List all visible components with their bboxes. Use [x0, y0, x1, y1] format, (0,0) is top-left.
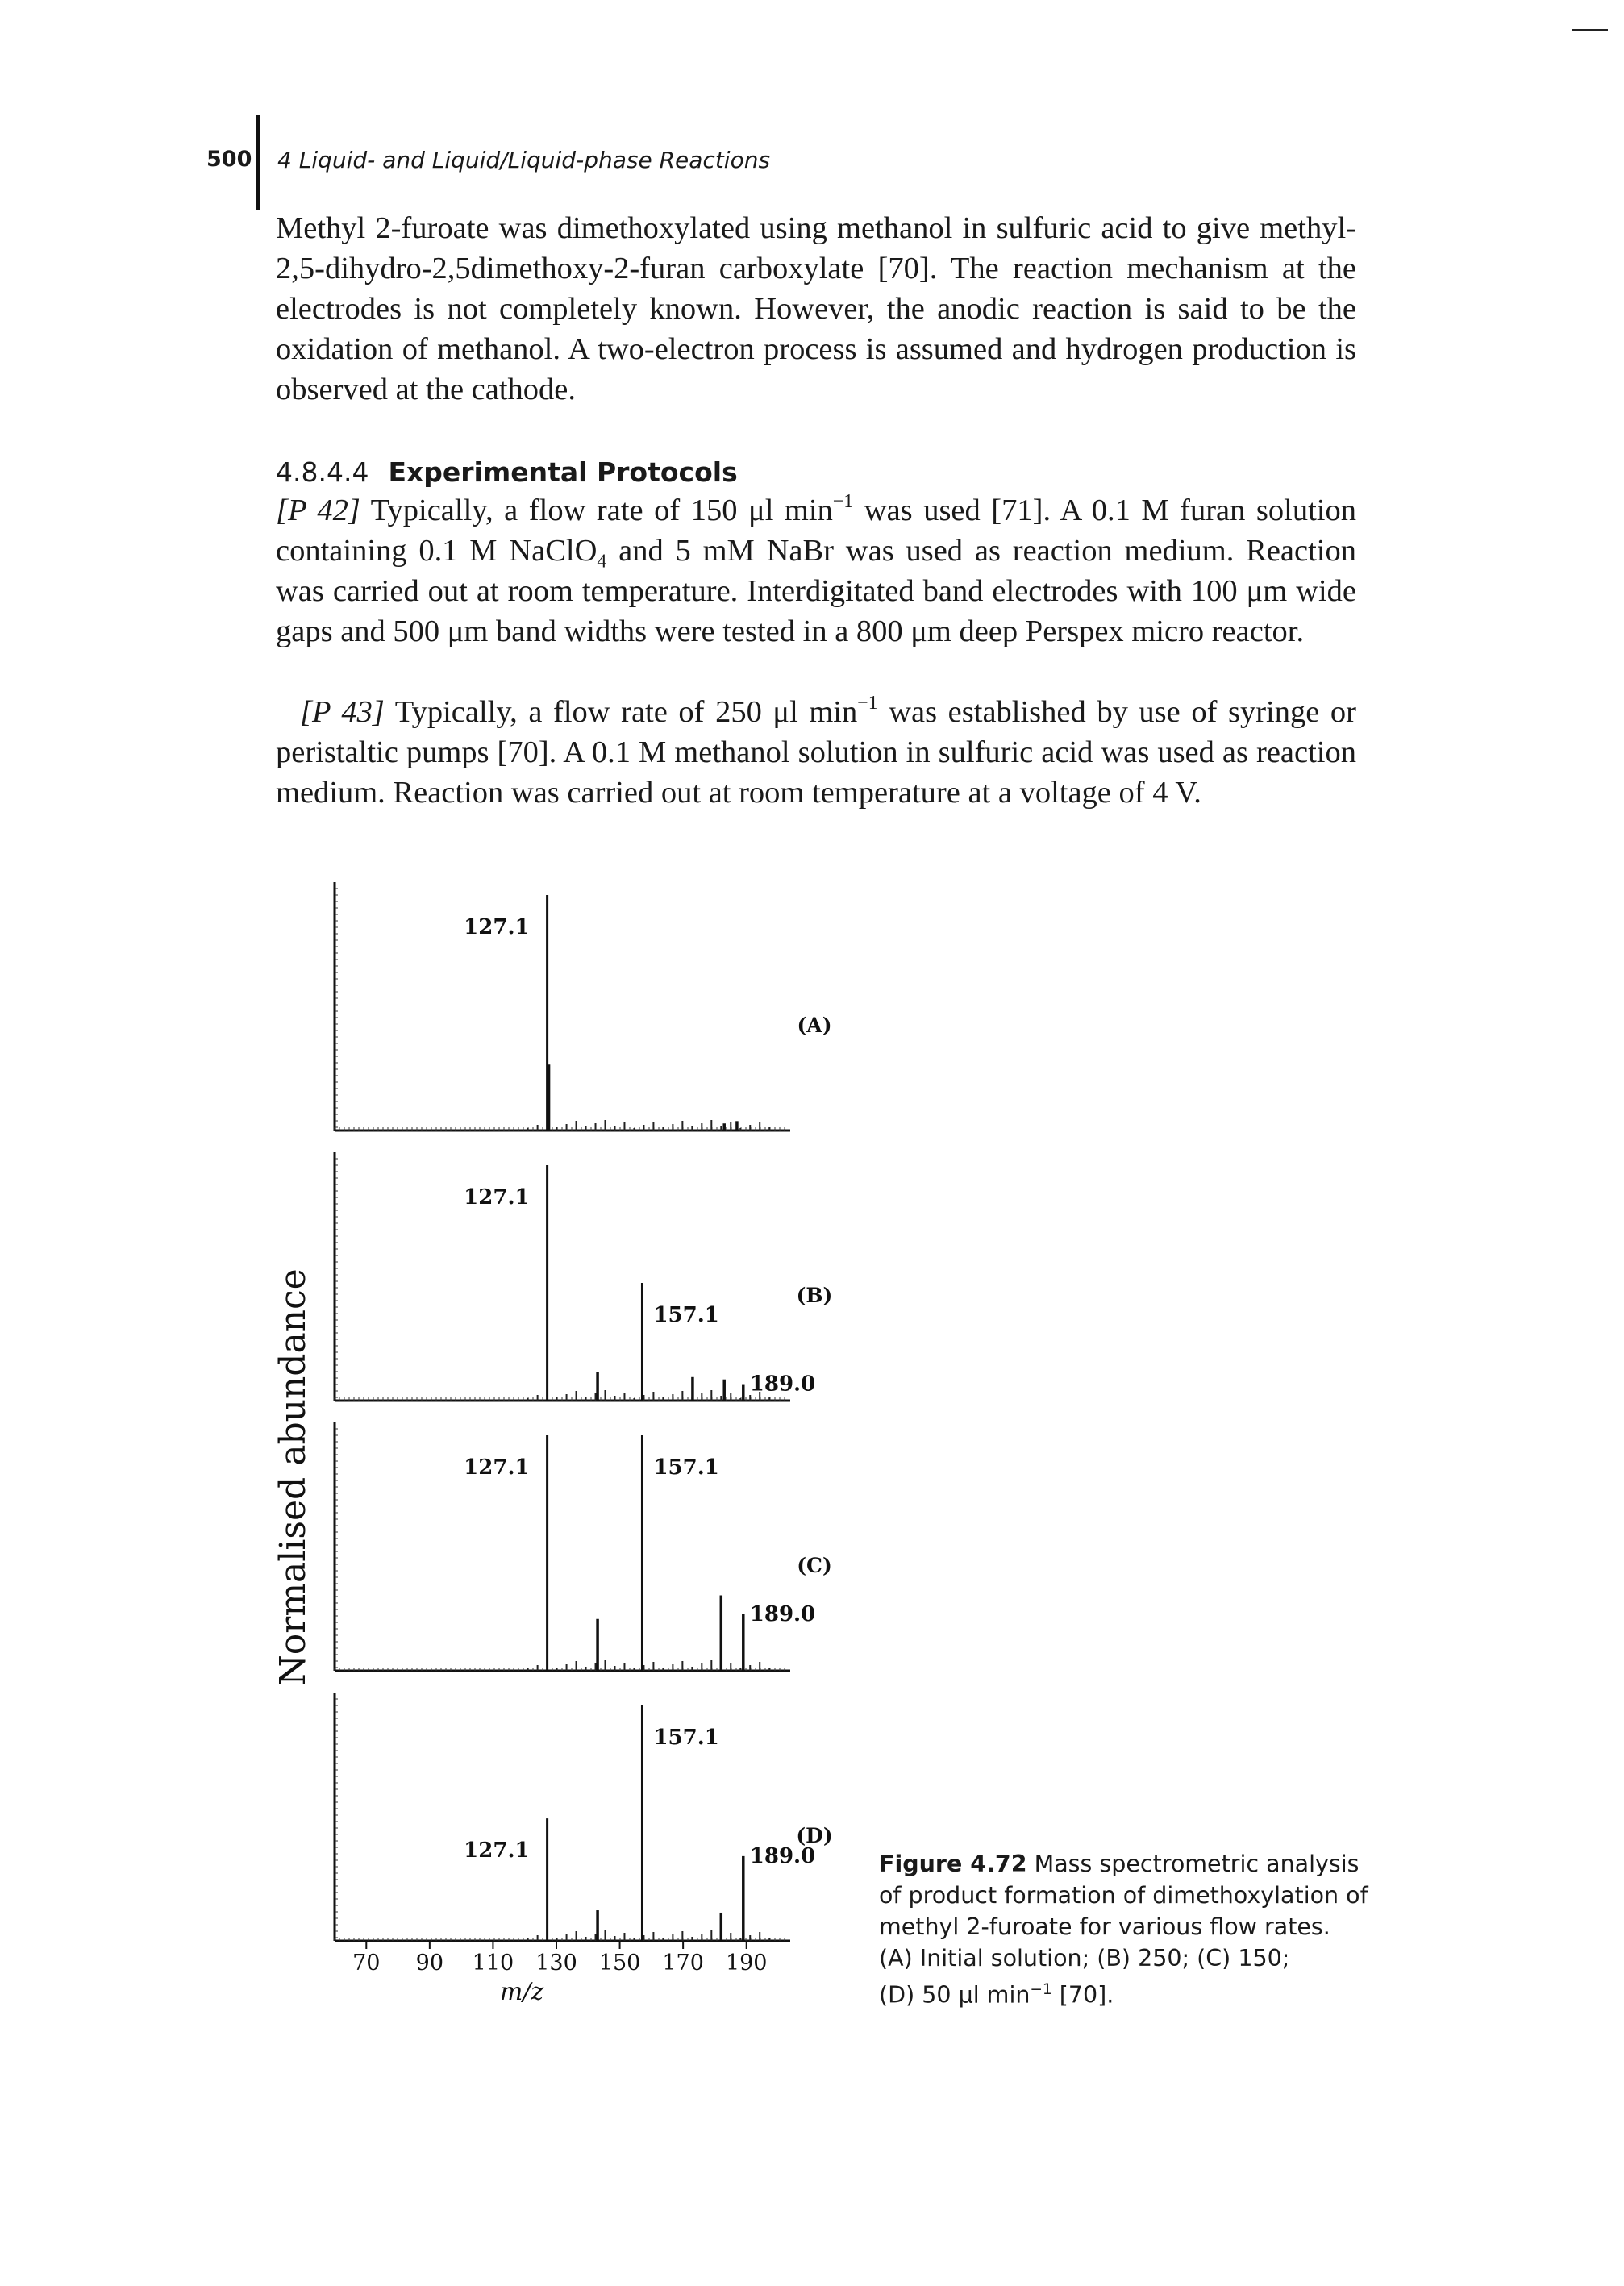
x-tick-label: 190 [726, 1951, 768, 1976]
spectrum-panel: 127.1 (A) [333, 882, 832, 1132]
protocol-ref-p43: [P 43] [300, 695, 385, 729]
x-axis-title: m/z [500, 1978, 544, 2006]
caption-text: [70]. [1051, 1981, 1114, 2009]
section-number: 4.8.4.4 [276, 456, 369, 488]
panel-tag: (D) [796, 1824, 832, 1847]
caption-line: of product formation of dimethoxylation … [879, 1882, 1368, 1909]
superscript: −1 [1030, 1981, 1052, 1998]
peak-label: 127.1 [464, 1185, 529, 1210]
caption-line: methyl 2-furoate for various flow rates. [879, 1913, 1330, 1940]
protocol-text: Typically, a flow rate of 250 μl min [384, 695, 858, 729]
peak-label: 189.0 [750, 1372, 815, 1397]
x-tick-label: 70 [352, 1951, 380, 1976]
protocol-text: Typically, a flow rate of 150 μl min [360, 493, 833, 527]
protocol-text: was used [71]. A 0.1 M furan solution co… [276, 493, 1356, 568]
section-title: Experimental Protocols [388, 456, 738, 488]
spectrum-panel: 127.1 157.1 189.0(D) [333, 1693, 833, 1942]
subscript: 4 [597, 551, 607, 573]
corner-mark [1572, 29, 1608, 31]
peak-label: 157.1 [653, 1455, 718, 1480]
x-tick-label: 170 [662, 1951, 704, 1976]
x-axis: 70 90 110 130 150 170 190 [352, 1941, 767, 1976]
spectrum-panel: 127.1 157.1 189.0 (C) [333, 1422, 832, 1672]
section-heading: 4.8.4.4 Experimental Protocols [276, 456, 738, 488]
figure-caption: Figure 4.72 Mass spectrometric analysis … [879, 1848, 1379, 2011]
protocol-text: and 5 mM NaBr was used as reaction mediu… [276, 534, 1356, 648]
running-head: 4 Liquid- and Liquid/Liquid-phase Reacti… [277, 147, 771, 173]
peak-label: 127.1 [464, 915, 529, 939]
peak-label: 127.1 [464, 1838, 529, 1863]
x-tick-label: 150 [599, 1951, 641, 1976]
mass-spectra-figure: Normalised abundance 127.1(A)127.1157.11… [273, 882, 833, 2006]
page-number: 500 [206, 147, 252, 172]
x-tick-label: 110 [473, 1951, 514, 1976]
peak-label: 157.1 [653, 1726, 718, 1750]
protocol-text: was established by use of syringe or per… [276, 695, 1356, 810]
spectra-panels: 127.1 (A) 127.1 157.1 189.0 (B) 127.1 157.1 189.… [333, 882, 833, 1942]
header-rule [256, 115, 260, 210]
superscript: −1 [832, 490, 854, 512]
caption-line: (A) Initial solution; (B) 250; (C) 150; [879, 1945, 1290, 1972]
panel-tag: (C) [797, 1554, 832, 1577]
x-tick-label: 90 [416, 1951, 443, 1976]
panel-tag: (A) [797, 1014, 831, 1037]
protocol-p43: [P 43] Typically, a flow rate of 250 μl … [276, 692, 1356, 813]
peak-label: 127.1 [464, 1455, 529, 1480]
caption-line: (D) 50 μl min−1 [70]. [879, 1974, 1379, 2011]
protocol-ref-p42: [P 42] [276, 493, 360, 527]
superscript: −1 [857, 692, 878, 714]
peak-label: 189.0 [750, 1844, 815, 1868]
peak-label: 157.1 [653, 1303, 718, 1327]
caption-text: (D) 50 μl min [879, 1981, 1031, 2009]
peak-label: 189.0 [750, 1602, 815, 1626]
panel-tag: (B) [797, 1284, 833, 1307]
caption-line: Figure 4.72 Mass spectrometric analysis [879, 1848, 1379, 1880]
paragraph-intro: Methyl 2-furoate was dimethoxylated usin… [276, 211, 1356, 406]
protocol-p42: [P 42] Typically, a flow rate of 150 μl … [276, 490, 1356, 652]
caption-lead: Figure 4.72 [879, 1851, 1027, 1877]
y-axis-title: Normalised abundance [273, 1268, 314, 1685]
spectrum-panel: 127.1 157.1 189.0 (B) [333, 1152, 833, 1402]
caption-text: Mass spectrometric analysis [1026, 1851, 1360, 1877]
x-tick-label: 130 [535, 1951, 577, 1976]
